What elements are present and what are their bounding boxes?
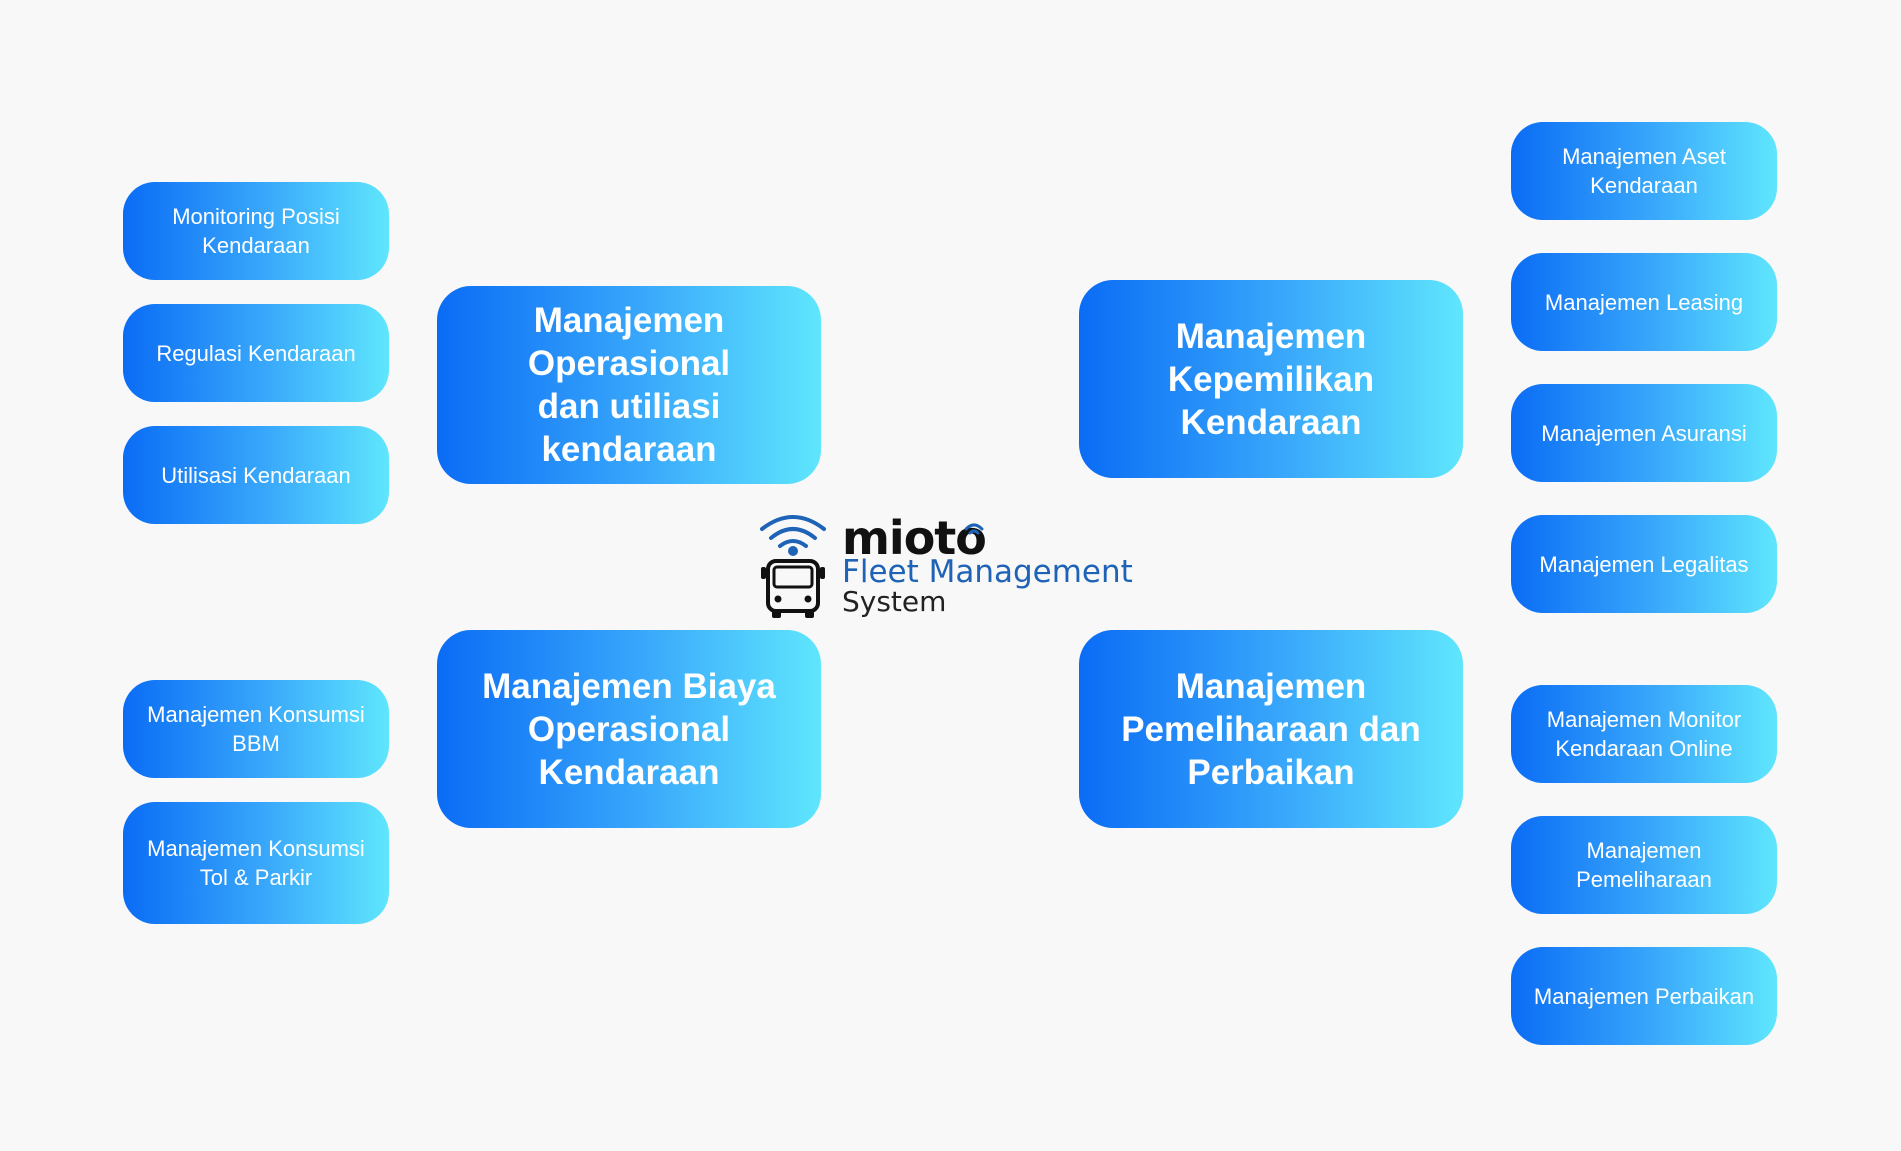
node-label: Manajemen Konsumsi Tol & Parkir: [147, 836, 365, 890]
node-label: Manajemen Monitor Kendaraan Online: [1546, 707, 1742, 761]
node-perbaikan: Manajemen Perbaikan: [1511, 947, 1777, 1045]
hub-kepemilikan: Manajemen Kepemilikan Kendaraan: [1079, 280, 1463, 478]
node-konsumsi-tol-parkir: Manajemen Konsumsi Tol & Parkir: [123, 802, 389, 924]
node-aset-kendaraan: Manajemen Aset Kendaraan: [1511, 122, 1777, 220]
logo-subtitle-line1: Fleet Management: [842, 554, 1133, 590]
node-regulasi-kendaraan: Regulasi Kendaraan: [123, 304, 389, 402]
node-label: Manajemen Leasing: [1544, 289, 1744, 315]
node-legalitas: Manajemen Legalitas: [1511, 515, 1777, 613]
hub-label: Manajemen Biaya Operasional Kendaraan: [482, 666, 776, 792]
hub-pemeliharaan-perbaikan: Manajemen Pemeliharaan dan Perbaikan: [1079, 630, 1463, 828]
node-konsumsi-bbm: Manajemen Konsumsi BBM: [123, 680, 389, 778]
node-label: Manajemen Perbaikan: [1533, 983, 1755, 1009]
hub-biaya-operasional: Manajemen Biaya Operasional Kendaraan: [437, 630, 821, 828]
node-monitor-kendaraan-online: Manajemen Monitor Kendaraan Online: [1511, 685, 1777, 783]
logo-wordmark: mioto: [842, 511, 987, 565]
mioto-logo: mioto Fleet Management System: [758, 509, 1158, 619]
node-label: Utilisasi Kendaraan: [161, 462, 351, 488]
hub-label: Manajemen Kepemilikan Kendaraan: [1167, 316, 1375, 442]
node-pemeliharaan: Manajemen Pemeliharaan: [1511, 816, 1777, 914]
node-label: Manajemen Konsumsi BBM: [147, 702, 365, 756]
node-label: Manajemen Asuransi: [1541, 420, 1747, 446]
node-label: Regulasi Kendaraan: [156, 340, 356, 366]
node-monitoring-posisi: Monitoring Posisi Kendaraan: [123, 182, 389, 280]
node-asuransi: Manajemen Asuransi: [1511, 384, 1777, 482]
node-label: Monitoring Posisi Kendaraan: [172, 204, 340, 258]
hub-label: Manajemen Pemeliharaan dan Perbaikan: [1121, 666, 1421, 792]
logo-subtitle-line2: System: [842, 585, 947, 618]
node-utilisasi-kendaraan: Utilisasi Kendaraan: [123, 426, 389, 524]
signal-icon: [964, 523, 984, 535]
node-label: Manajemen Legalitas: [1539, 551, 1749, 577]
node-label: Manajemen Pemeliharaan: [1576, 838, 1712, 892]
node-label: Manajemen Aset Kendaraan: [1562, 144, 1726, 198]
hub-label: Manajemen Operasional dan utiliasi kenda…: [527, 301, 731, 469]
node-leasing: Manajemen Leasing: [1511, 253, 1777, 351]
hub-operasional: Manajemen Operasional dan utiliasi kenda…: [437, 286, 821, 484]
bus-wifi-icon: [760, 515, 826, 618]
